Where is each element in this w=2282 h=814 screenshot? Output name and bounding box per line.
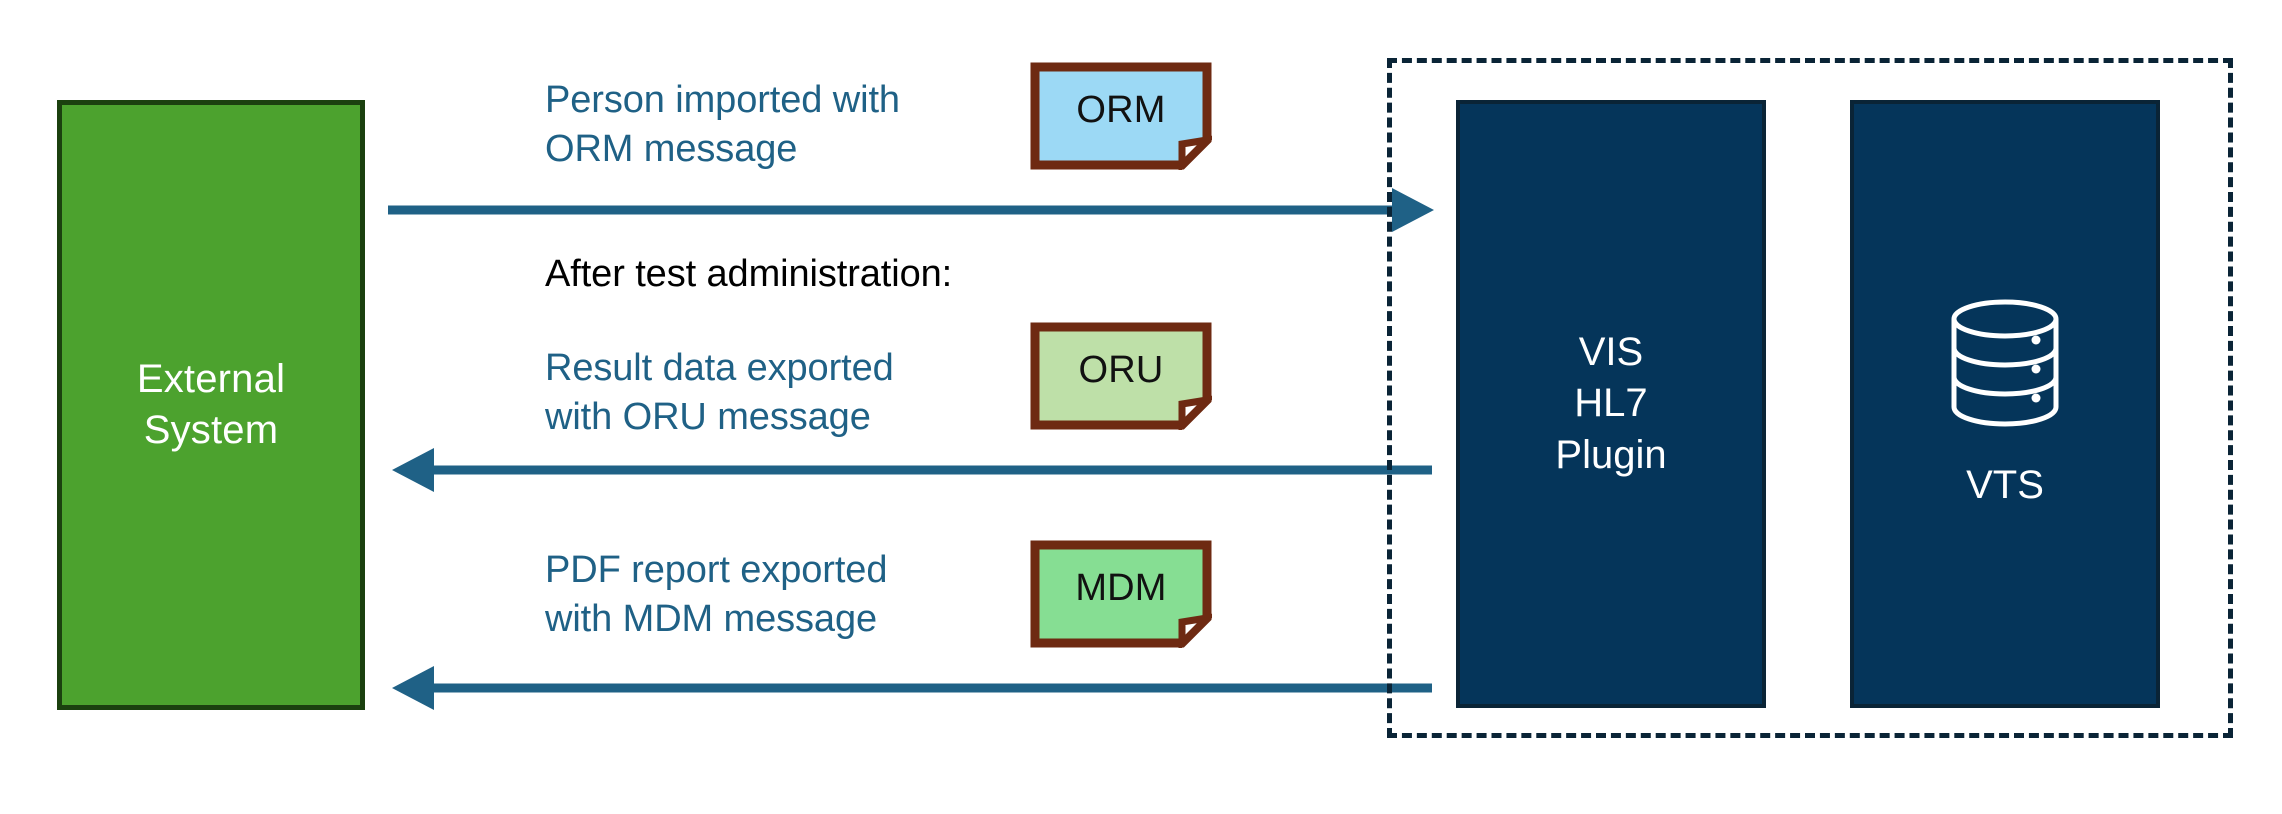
external-system-label: External System	[136, 356, 286, 452]
note-mdm-label: MDM	[1075, 566, 1167, 609]
service-box-vis[interactable]: VIS HL7 Plugin	[1456, 100, 1766, 708]
arrow-mdm-left	[392, 666, 1432, 710]
note-orm-label: ORM	[1076, 88, 1166, 131]
arrow-orm-right	[388, 188, 1434, 232]
note-oru[interactable]: ORU	[1030, 322, 1212, 430]
note-oru-label: ORU	[1078, 348, 1164, 391]
database-icon	[1946, 297, 2064, 434]
caption-orm: Person imported with ORM message	[545, 79, 900, 170]
note-orm[interactable]: ORM	[1030, 62, 1212, 170]
service-vts-label: VTS	[1966, 462, 2044, 507]
caption-mdm: PDF report exported with MDM message	[545, 549, 888, 640]
note-mdm[interactable]: MDM	[1030, 540, 1212, 648]
external-system-box[interactable]: External System	[57, 100, 365, 710]
vis-platform-boundary	[1387, 58, 2233, 738]
caption-oru: Result data exported with ORU message	[545, 347, 894, 438]
section-heading-after-test: After test administration:	[545, 253, 953, 295]
service-vis-label: VIS HL7 Plugin	[1555, 330, 1667, 477]
arrow-oru-left	[392, 448, 1432, 492]
service-box-vts[interactable]: VTS	[1850, 100, 2160, 708]
